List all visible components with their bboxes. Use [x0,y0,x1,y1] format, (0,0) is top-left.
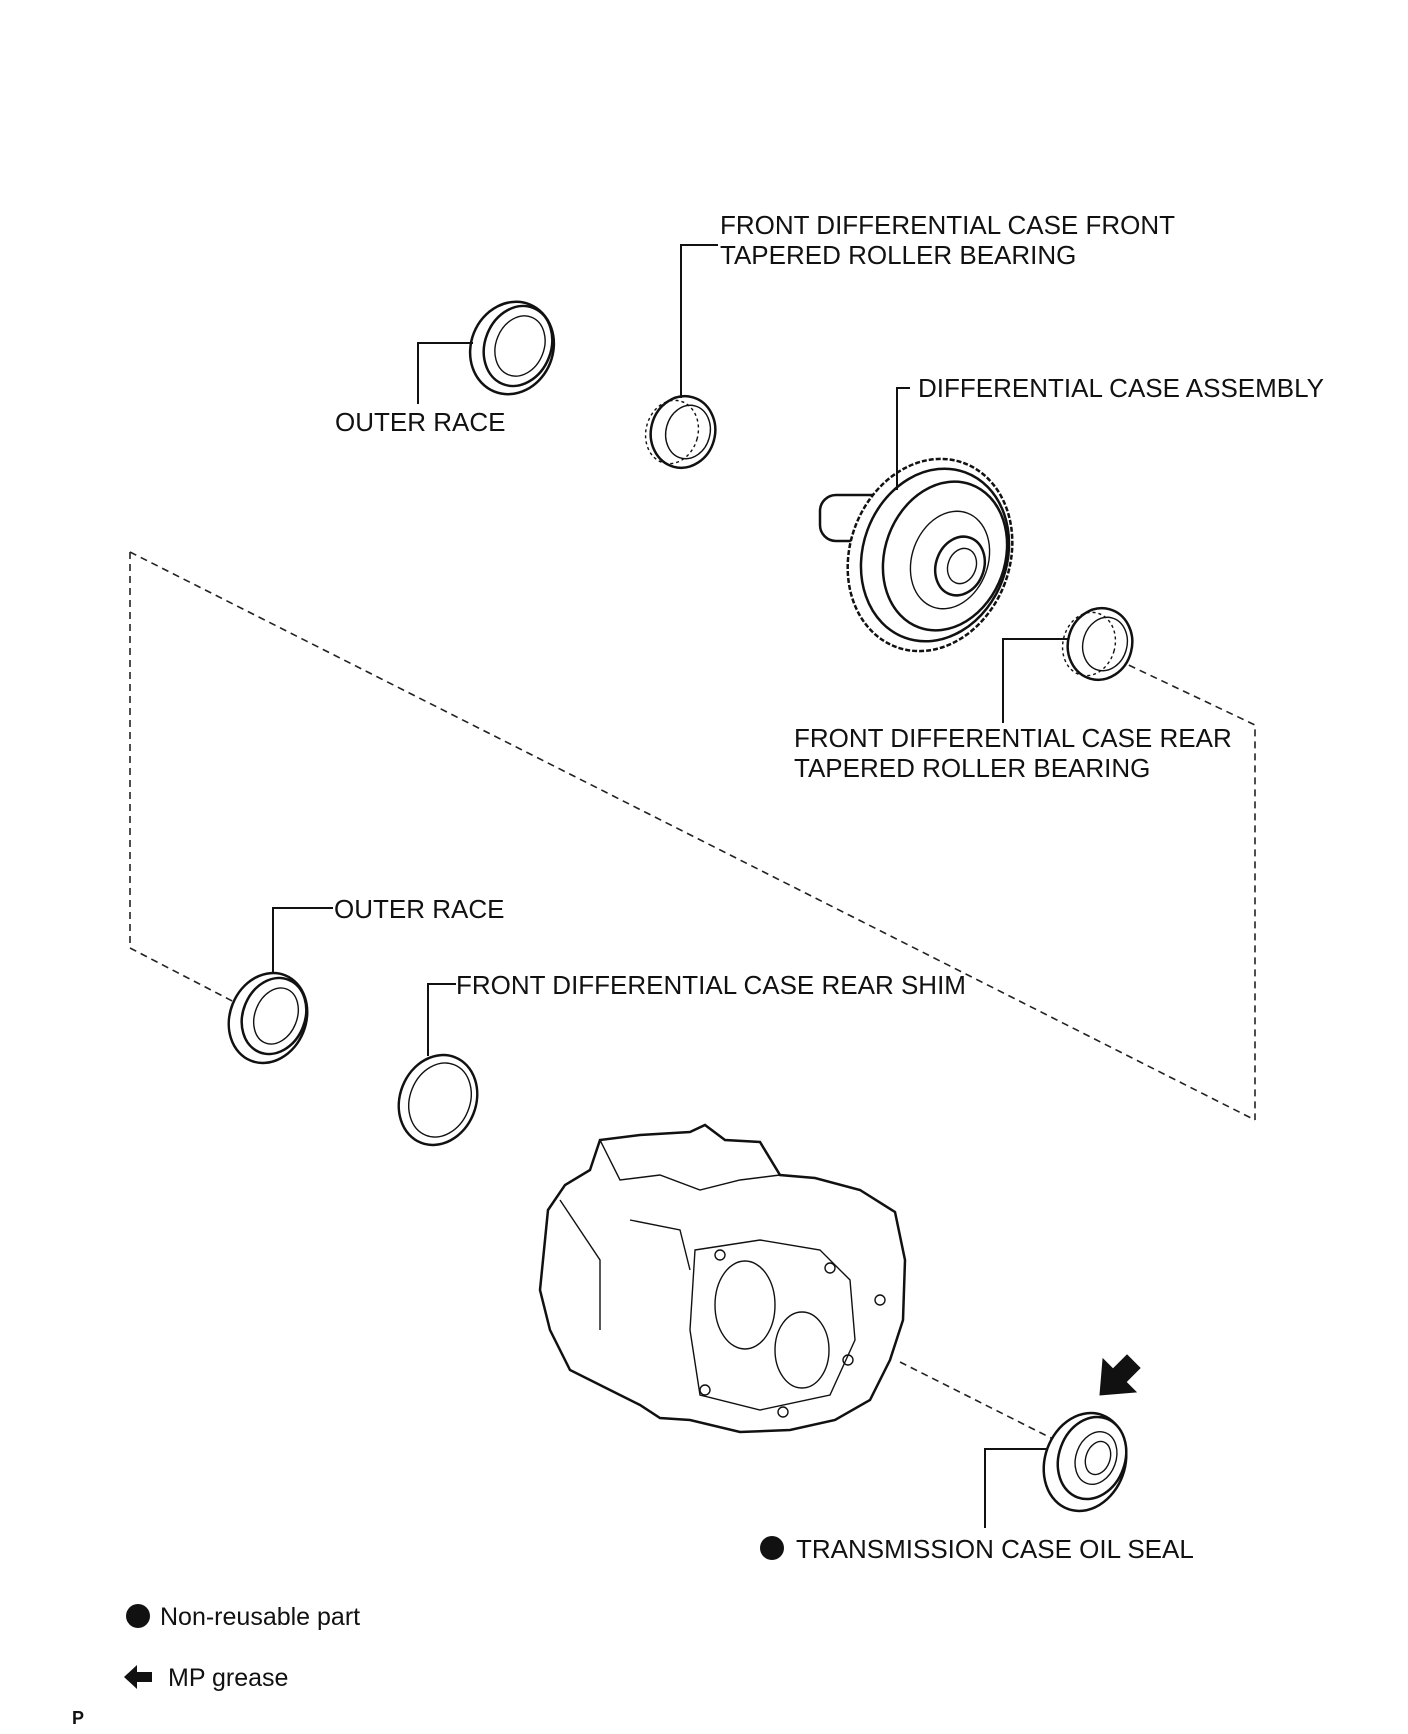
rear-tapered-roller-bearing-part [1061,607,1134,681]
label-rear-shim: FRONT DIFFERENTIAL CASE REAR SHIM [456,970,966,1000]
label-outer-race-bottom: OUTER RACE [334,894,504,924]
front-tapered-roller-bearing-part [644,395,717,469]
leader-lines [272,244,1068,1528]
label-front-bearing-line2: TAPERED ROLLER BEARING [720,240,1076,270]
oil-seal-part [1042,1411,1128,1513]
corner-mark: P [72,1708,84,1728]
label-diff-case-assembly: DIFFERENTIAL CASE ASSEMBLY [918,373,1324,403]
label-rear-bearing-line2: TAPERED ROLLER BEARING [794,753,1150,783]
transmission-case-part [538,1123,907,1434]
label-oil-seal: TRANSMISSION CASE OIL SEAL [796,1534,1194,1564]
non-reusable-bullet-icon [760,1536,784,1560]
rear-shim-part [397,1053,479,1147]
label-rear-bearing-line1: FRONT DIFFERENTIAL CASE REAR [794,723,1232,753]
mp-grease-arrow-icon [1099,1354,1141,1396]
legend-non-reusable-icon [126,1604,150,1628]
assembly-guide-lines [129,551,1256,1441]
label-outer-race-top: OUTER RACE [335,407,505,437]
legend-non-reusable-text: Non-reusable part [160,1603,360,1631]
legend-mp-grease-arrow-icon [124,1665,152,1689]
label-front-bearing-line1: FRONT DIFFERENTIAL CASE FRONT [720,210,1175,240]
outer-race-top-part [468,300,556,396]
outer-race-bottom-part [227,971,309,1065]
legend-mp-grease-text: MP grease [168,1664,288,1692]
differential-case-assembly-part [818,457,1014,653]
